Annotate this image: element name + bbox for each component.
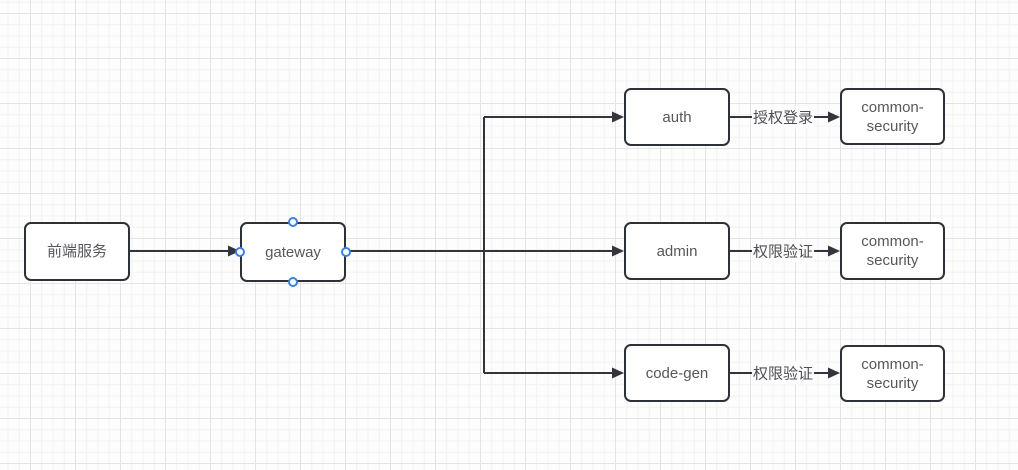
node-label: 前端服务 — [46, 243, 107, 260]
node-auth[interactable]: auth — [624, 88, 730, 146]
node-frontend-service[interactable]: 前端服务 — [24, 222, 130, 281]
node-common-security-codegen[interactable]: common-security — [840, 345, 945, 402]
arrowhead-gateway — [228, 245, 240, 257]
arrowhead-security-codegen — [828, 367, 840, 379]
node-label: common-security — [861, 98, 924, 135]
arrowhead-code-gen — [612, 367, 624, 379]
node-label: code-gen — [645, 364, 709, 382]
node-common-security-auth[interactable]: common-security — [840, 88, 945, 145]
node-common-security-admin[interactable]: common-security — [840, 222, 945, 280]
node-label: gateway — [265, 243, 321, 261]
connection-point-left[interactable] — [235, 247, 245, 257]
node-label: auth — [662, 108, 692, 126]
node-code-gen[interactable]: code-gen — [624, 344, 730, 402]
node-label: admin — [656, 242, 698, 260]
node-label: common-security — [861, 355, 924, 392]
connection-point-bottom[interactable] — [288, 277, 298, 287]
node-label: common-security — [861, 233, 924, 269]
edge-frontend-gateway[interactable] — [130, 245, 240, 257]
node-admin[interactable]: admin — [624, 222, 730, 280]
arrowhead-security-admin — [828, 245, 840, 257]
arrowhead-admin — [612, 245, 624, 257]
connection-point-right[interactable] — [341, 247, 351, 257]
arrowhead-security-auth — [828, 111, 840, 123]
edge-label-auth-security[interactable]: 授权登录 — [751, 105, 815, 129]
arrowhead-auth — [612, 111, 624, 123]
edge-label-admin-security[interactable]: 权限验证 — [751, 239, 815, 263]
connection-point-top[interactable] — [288, 217, 298, 227]
edge-gateway-branches[interactable] — [346, 111, 624, 379]
edge-label-codegen-security[interactable]: 权限验证 — [751, 361, 815, 385]
